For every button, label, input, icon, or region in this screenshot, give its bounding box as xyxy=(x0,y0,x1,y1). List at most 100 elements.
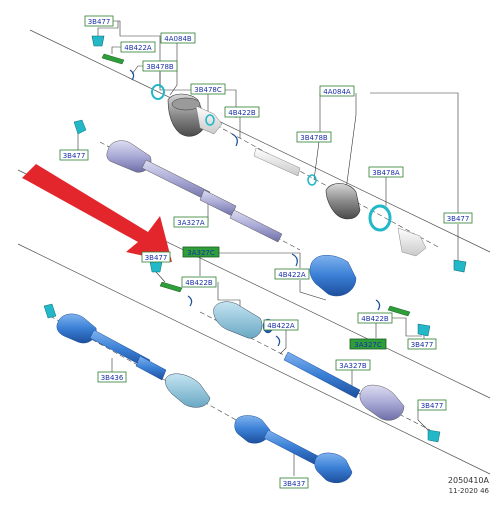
part-label-highlighted[interactable]: 3A327C xyxy=(182,246,220,258)
clip-part xyxy=(387,305,411,317)
clamp-part xyxy=(43,303,57,319)
outer-joint-part xyxy=(359,384,405,421)
outer-joint-part xyxy=(165,373,211,408)
leader-line xyxy=(200,252,301,268)
clamp-part xyxy=(453,259,467,273)
pointer-arrow xyxy=(22,164,172,262)
part-label-highlighted[interactable]: 3A327C xyxy=(349,338,387,350)
drawing-date: 11-2020 46 xyxy=(448,487,489,495)
clip-part xyxy=(159,281,183,293)
sky-joint-part xyxy=(213,301,263,339)
circlip-part xyxy=(291,253,298,267)
cv-joint-face xyxy=(171,97,201,111)
clip-part xyxy=(101,53,125,65)
drawing-id: 2050410A xyxy=(447,476,489,485)
circlip-part xyxy=(129,69,135,81)
leader-line xyxy=(279,330,287,355)
part-label[interactable]: 3B477 xyxy=(443,212,473,224)
part-label-text: 4B422B xyxy=(185,279,213,287)
part-label[interactable]: 4B422B xyxy=(181,276,217,288)
leader-line xyxy=(131,65,144,75)
shaft-spline-part xyxy=(229,209,283,243)
blue-joint-part xyxy=(309,255,357,297)
part-label-text: 3B437 xyxy=(283,480,306,488)
circlip-part xyxy=(375,299,381,311)
clamp-part xyxy=(91,35,105,47)
part-label-text: 3B478B xyxy=(146,63,174,71)
shaft-part xyxy=(263,429,319,465)
leader-line xyxy=(417,406,431,433)
part-label-text: 4B422B xyxy=(361,315,389,323)
lavender-drive-shaft xyxy=(73,119,283,243)
circlip-part xyxy=(231,133,238,147)
part-label[interactable]: 4B422A xyxy=(120,41,156,53)
stub-shaft-part xyxy=(253,147,301,177)
part-label[interactable]: 3B478A xyxy=(368,166,404,178)
separator-line-top xyxy=(29,29,491,253)
separator-line-bottom xyxy=(17,243,491,475)
part-label[interactable]: 3B478C xyxy=(190,83,226,95)
part-label-text: 3A327B xyxy=(339,362,367,370)
part-label[interactable]: 3B477 xyxy=(84,15,114,27)
part-label-text: 3B477 xyxy=(447,215,470,223)
part-label[interactable]: 3B478B xyxy=(142,60,178,72)
part-label[interactable]: 3B477 xyxy=(417,399,447,411)
shaft-part xyxy=(141,159,211,201)
part-label-text: 4B422B xyxy=(228,109,256,117)
ring-part xyxy=(151,84,165,100)
leader-line xyxy=(97,21,119,38)
part-label-text: 4A084B xyxy=(164,35,192,43)
part-label[interactable]: 3B477 xyxy=(59,149,89,161)
shaft-damper-part xyxy=(135,355,167,381)
part-label[interactable]: 4B422B xyxy=(224,106,260,118)
clamp-part xyxy=(417,323,431,337)
outer-joint-part xyxy=(314,452,353,483)
inner-joint-part xyxy=(56,313,97,344)
part-label[interactable]: 4B422B xyxy=(357,312,393,324)
part-label[interactable]: 3B477 xyxy=(407,338,437,350)
clamp-part xyxy=(73,119,87,135)
circlip-part xyxy=(275,335,281,347)
part-label[interactable]: 4B422A xyxy=(274,268,310,280)
part-label[interactable]: 4A084A xyxy=(319,85,355,97)
top-left-parts xyxy=(91,35,238,147)
leader-line xyxy=(392,317,422,337)
leader-line xyxy=(112,20,237,118)
shaft-damper-part xyxy=(199,189,237,217)
boot-clamp-part xyxy=(205,114,215,126)
bottom-blue-shafts xyxy=(43,303,353,483)
part-label-text: 3B477 xyxy=(88,18,111,26)
cv-joint-outer xyxy=(325,183,361,220)
part-label-text: 3A327A xyxy=(177,219,205,227)
part-label[interactable]: 4B422A xyxy=(263,319,299,331)
boot-part xyxy=(195,105,223,135)
leader-line xyxy=(299,280,327,301)
callout-labels: 3B477 4B422A 4A084B 3B478B 3B478C 4B422B… xyxy=(59,15,473,489)
part-label-text: 3B477 xyxy=(63,152,86,160)
part-label-text: 3B478B xyxy=(300,134,328,142)
seal-ring-part xyxy=(368,204,392,232)
part-label[interactable]: 3B437 xyxy=(279,477,309,489)
part-label[interactable]: 3A327B xyxy=(335,359,371,371)
part-label[interactable]: 3B477 xyxy=(141,251,171,263)
clamp-part xyxy=(149,261,163,273)
top-right-parts xyxy=(253,147,467,273)
part-label-text: 3B477 xyxy=(411,341,434,349)
part-label-text: 3A327C xyxy=(354,341,382,349)
boot-part xyxy=(397,227,427,257)
part-label[interactable]: 3A327A xyxy=(173,216,209,228)
part-label-text: 3B478C xyxy=(194,86,222,94)
ring-part xyxy=(307,174,317,186)
part-label[interactable]: 3B478B xyxy=(296,131,332,143)
red-arrow xyxy=(22,164,172,262)
leader-line xyxy=(370,92,459,215)
part-label-text: 4A084A xyxy=(323,88,351,96)
circlip-part xyxy=(187,295,193,307)
part-label-text: 3B477 xyxy=(145,254,168,262)
part-label[interactable]: 4A084B xyxy=(160,32,196,44)
part-label[interactable]: 3B436 xyxy=(97,371,127,383)
leader-line xyxy=(111,46,121,54)
part-label-text: 3A327C xyxy=(187,249,215,257)
leader-line xyxy=(345,93,357,191)
part-label-text: 3B478A xyxy=(372,169,400,177)
